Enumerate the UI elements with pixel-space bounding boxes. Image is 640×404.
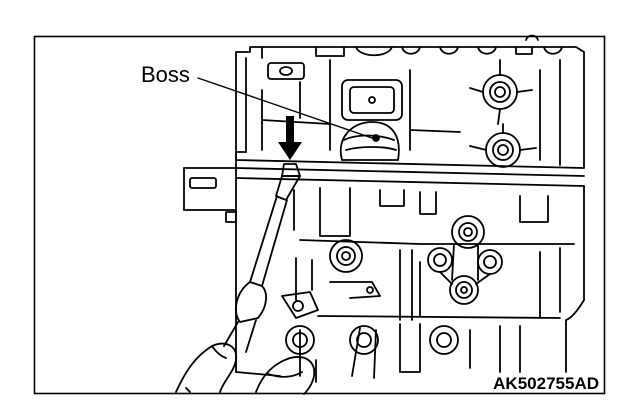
boss-callout-label: Boss — [141, 62, 190, 87]
press-direction-arrow-icon — [278, 116, 302, 160]
bearing-cap-bolts — [281, 215, 503, 355]
figure-code: AK502755AD — [493, 374, 599, 393]
block-joint — [183, 159, 585, 373]
lower-block-outline — [235, 185, 585, 383]
boss-leader-line — [197, 77, 373, 139]
hand-holding-tool — [175, 342, 316, 395]
figure-frame — [33, 35, 606, 395]
boss-protrusion — [339, 121, 400, 161]
head-bolt-upper — [469, 59, 533, 125]
head-bolt-lower — [469, 123, 537, 168]
screwdriver-tool — [223, 163, 301, 353]
